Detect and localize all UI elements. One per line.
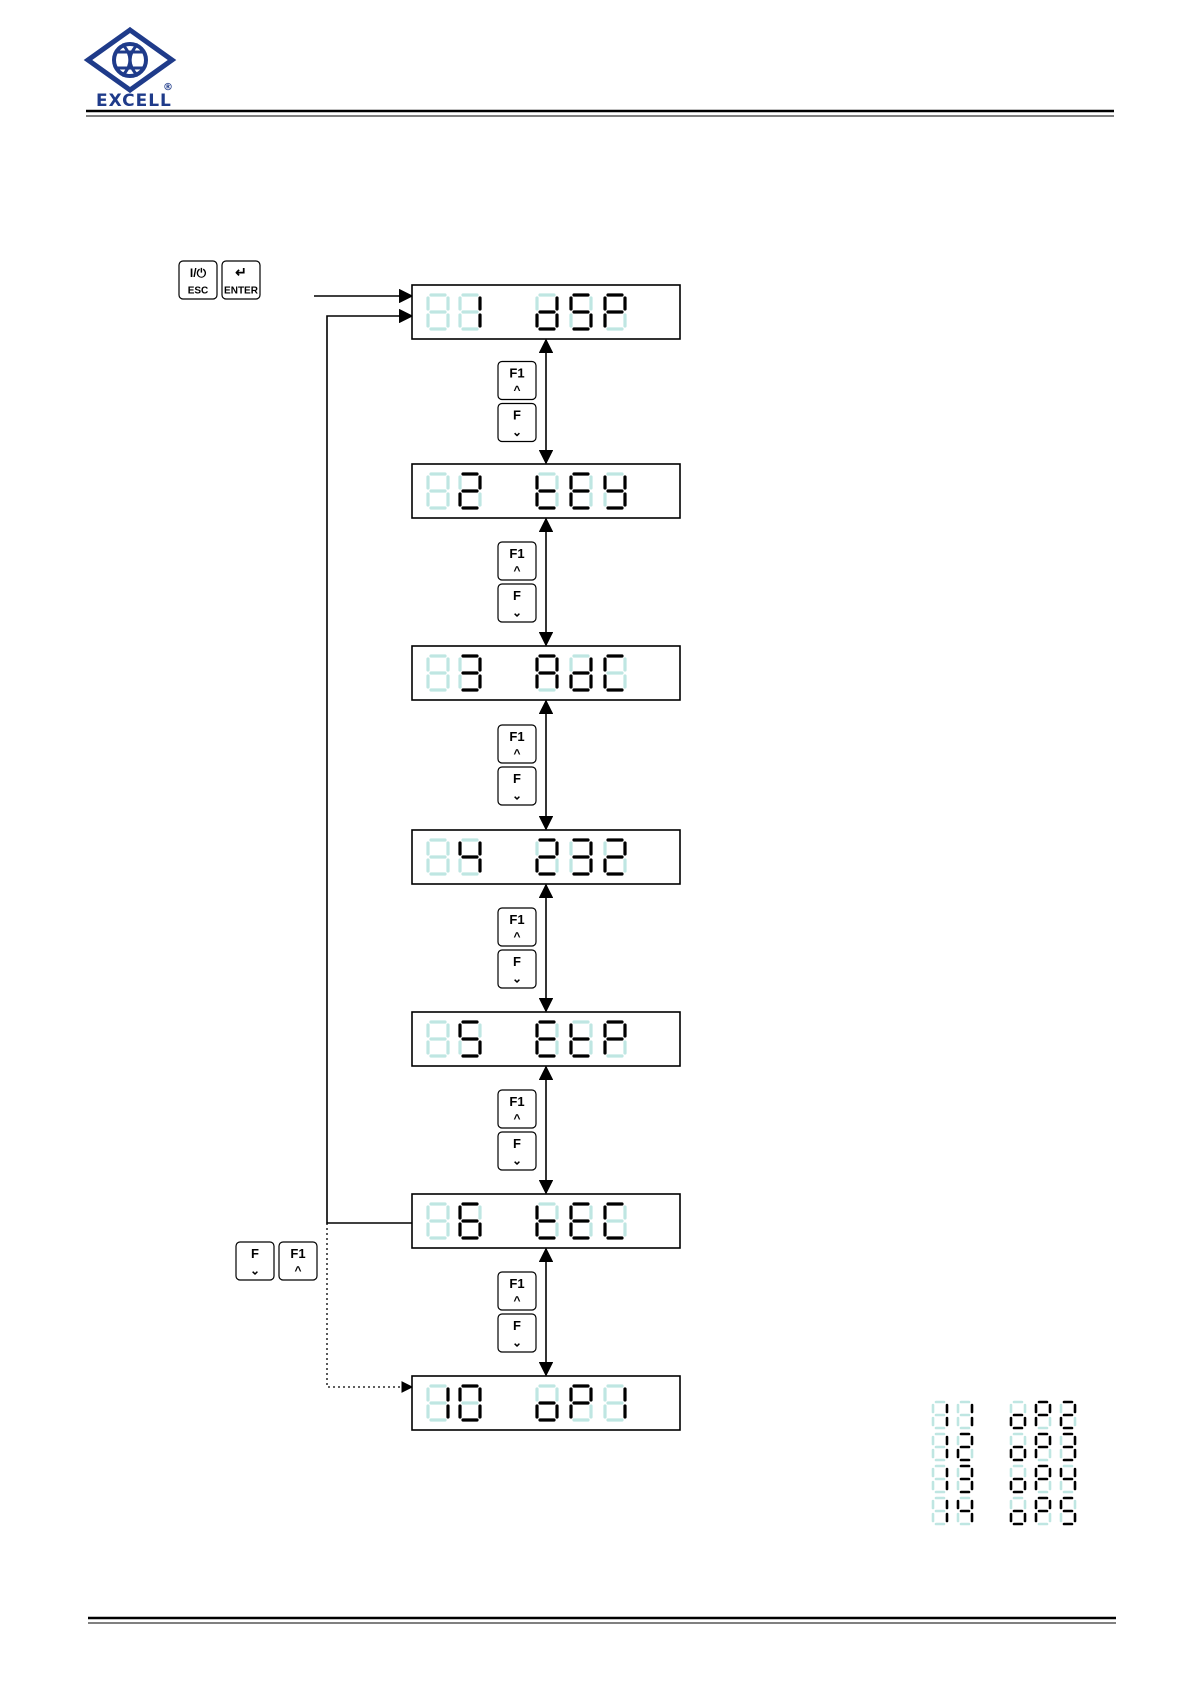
f1-up-key[interactable]: F1 ^ <box>498 362 536 400</box>
extra-number-digit <box>958 1402 972 1428</box>
f-down-key-sub: ⌄ <box>512 1335 522 1349</box>
extra-number-digit <box>933 1498 947 1524</box>
extra-menu-items <box>933 1402 1075 1524</box>
f1-up-key-sub: ^ <box>513 1293 520 1307</box>
extra-item-14 <box>933 1498 1075 1524</box>
f-down-key-sub: ⌄ <box>512 425 522 439</box>
f1-up-key[interactable]: F1 ^ <box>498 1272 536 1310</box>
f-down-key-sub: ⌄ <box>512 788 522 802</box>
chevron-up-icon: F1 <box>509 1276 524 1291</box>
f1-up-key[interactable]: F1 ^ <box>498 908 536 946</box>
f1-up-key-sub: ^ <box>513 563 520 577</box>
menu-display-3 <box>412 646 680 700</box>
f1-up-key-sub: ^ <box>513 1111 520 1125</box>
esc-key-sub: ESC <box>188 285 209 296</box>
extra-item-11 <box>933 1402 1075 1428</box>
extra-code-digit <box>1061 1434 1075 1460</box>
chevron-down-icon: F <box>251 1246 259 1261</box>
extra-number-digit <box>933 1402 947 1428</box>
menu-display-6 <box>412 1194 680 1248</box>
loop-f1-key[interactable]: F1 ^ <box>279 1242 317 1280</box>
extra-code-digit <box>1011 1466 1025 1492</box>
chevron-down-icon: F <box>513 1318 521 1333</box>
menu-display-7 <box>412 1376 680 1430</box>
extra-item-13 <box>933 1466 1075 1492</box>
chevron-up-icon: F1 <box>509 912 524 927</box>
extra-code-digit <box>1011 1402 1025 1428</box>
f-down-key[interactable]: F⌄ <box>498 767 536 805</box>
f-down-key-sub: ⌄ <box>512 971 522 985</box>
loop-keys: F⌄F1^ <box>236 1242 317 1280</box>
nav-link-1: F1^F⌄ <box>498 340 546 463</box>
loop-f-key[interactable]: F⌄ <box>236 1242 274 1280</box>
footer-rule <box>88 1618 1116 1623</box>
f1-up-key[interactable]: F1 ^ <box>498 1090 536 1128</box>
chevron-up-icon: F1 <box>509 546 524 561</box>
chevron-down-icon: F <box>513 954 521 969</box>
f-down-key[interactable]: F⌄ <box>498 1314 536 1352</box>
chevron-down-icon: F <box>513 771 521 786</box>
esc-key[interactable]: I/⏻ ESC <box>179 261 217 299</box>
f1-up-key-sub: ^ <box>513 383 520 397</box>
jump-to-op1-dotted-arrow <box>327 1223 412 1387</box>
extra-code-digit <box>1036 1434 1050 1460</box>
chevron-up-icon: F1 <box>509 365 524 380</box>
chevron-down-icon: F <box>513 1136 521 1151</box>
menu-display-5 <box>412 1012 680 1066</box>
f1-up-key-sub: ^ <box>513 929 520 943</box>
menu-display-2 <box>412 464 680 518</box>
chevron-down-icon: F <box>513 588 521 603</box>
f-down-key[interactable]: F⌄ <box>498 950 536 988</box>
entry-keys: I/⏻ ESC ↵ ENTER <box>179 261 260 299</box>
f1-up-key[interactable]: F1 ^ <box>498 725 536 763</box>
f-down-key-sub: ⌄ <box>512 605 522 619</box>
nav-link-3: F1^F⌄ <box>498 701 546 829</box>
enter-arrow-icon: ↵ <box>235 264 247 280</box>
loop-f-key-sub: ⌄ <box>250 1263 260 1277</box>
header-rule <box>86 111 1114 116</box>
loop-f1-key-sub: ^ <box>294 1263 301 1277</box>
menu-display-1 <box>412 285 680 339</box>
f-down-key-sub: ⌄ <box>512 1153 522 1167</box>
excell-logo: EXCELL ® <box>88 30 173 111</box>
brand-name: EXCELL <box>96 91 172 111</box>
nav-link-6: F1^F⌄ <box>498 1249 546 1375</box>
chevron-up-icon: F1 <box>509 729 524 744</box>
extra-code-digit <box>1036 1466 1050 1492</box>
power-icon: I/⏻ <box>190 266 207 280</box>
nav-link-2: F1^F⌄ <box>498 519 546 645</box>
f1-up-key[interactable]: F1 ^ <box>498 542 536 580</box>
extra-number-digit <box>933 1466 947 1492</box>
f-down-key[interactable]: F⌄ <box>498 1132 536 1170</box>
chevron-up-icon: F1 <box>509 1094 524 1109</box>
extra-code-digit <box>1061 1402 1075 1428</box>
logo-emblem-icon <box>88 30 172 90</box>
registered-mark: ® <box>163 82 173 93</box>
extra-code-digit <box>1011 1434 1025 1460</box>
enter-key-sub: ENTER <box>224 285 259 296</box>
f-down-key[interactable]: F⌄ <box>498 404 536 442</box>
extra-code-digit <box>1061 1498 1075 1524</box>
extra-code-digit <box>1061 1466 1075 1492</box>
enter-key[interactable]: ↵ ENTER <box>222 261 260 299</box>
loop-back-arrow <box>327 316 412 1223</box>
nav-link-4: F1^F⌄ <box>498 885 546 1011</box>
nav-link-5: F1^F⌄ <box>498 1067 546 1193</box>
connectors <box>314 296 412 1387</box>
extra-code-digit <box>1011 1498 1025 1524</box>
extra-number-digit <box>958 1466 972 1492</box>
extra-number-digit <box>958 1498 972 1524</box>
extra-number-digit <box>933 1434 947 1460</box>
chevron-down-icon: F <box>513 407 521 422</box>
extra-code-digit <box>1036 1402 1050 1428</box>
extra-number-digit <box>958 1434 972 1460</box>
f-down-key[interactable]: F⌄ <box>498 584 536 622</box>
f1-up-key-sub: ^ <box>513 746 520 760</box>
extra-code-digit <box>1036 1498 1050 1524</box>
chevron-up-icon: F1 <box>290 1246 305 1261</box>
menu-display-4 <box>412 830 680 884</box>
extra-item-12 <box>933 1434 1075 1460</box>
